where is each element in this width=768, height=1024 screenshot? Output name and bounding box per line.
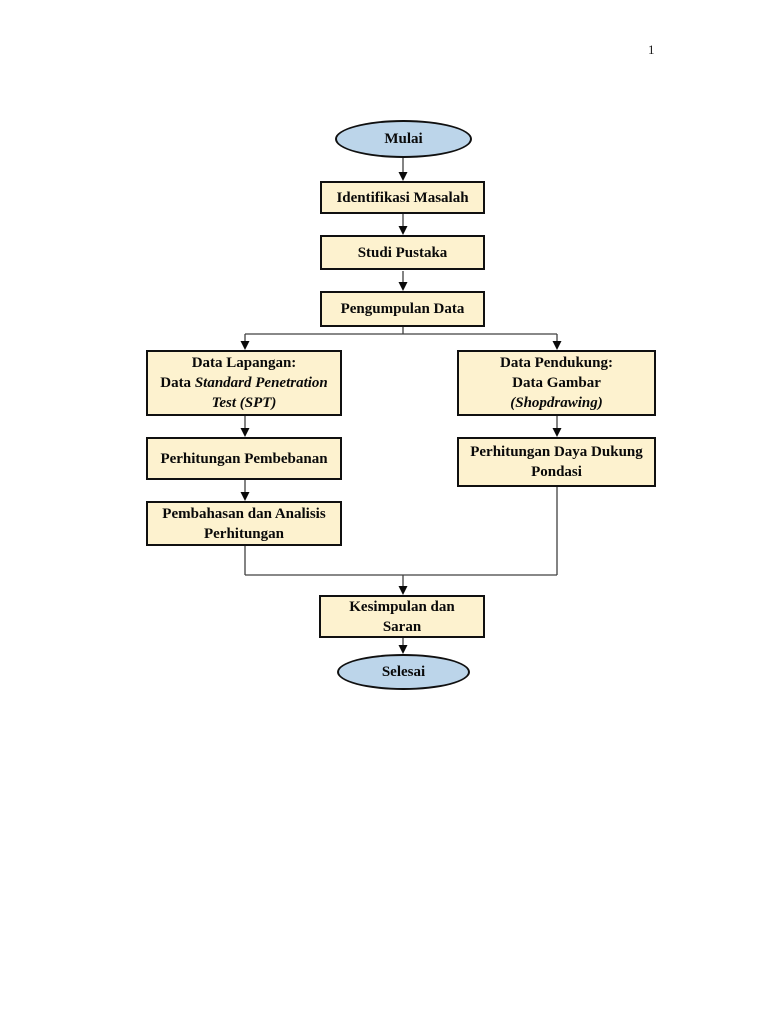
node-perhitungan-daya-dukung: Perhitungan Daya Dukung Pondasi [457,437,656,487]
node-label-line: Perhitungan [203,525,284,542]
node-start-mulai: Mulai [335,120,472,158]
node-label-line-italic: (Shopdrawing) [510,395,603,411]
arrow-down-icon [552,428,562,437]
arrow-down-icon [240,428,250,437]
node-label: Mulai [384,131,423,147]
node-data-lapangan: Data Lapangan: Data Standard Penetration… [146,350,342,416]
node-pembahasan-analisis: Pembahasan dan Analisis Perhitungan [146,501,342,546]
arrow-down-icon [552,341,562,350]
page-number: 1 [648,42,655,57]
node-label-line: Data Gambar [512,375,601,391]
node-label-line: Saran [382,618,422,635]
node-label: Studi Pustaka [357,244,448,261]
node-studi-pustaka: Studi Pustaka [320,235,485,270]
node-label-line: Data Pendukung: [500,355,613,371]
arrow-down-icon [398,226,408,235]
node-data-pendukung: Data Pendukung: Data Gambar (Shopdrawing… [457,350,656,416]
node-kesimpulan-saran: Kesimpulan dan Saran [319,595,485,638]
node-label-text-italic: Standard Penetration [194,375,328,391]
node-identifikasi-masalah: Identifikasi Masalah [320,181,485,214]
node-pengumpulan-data: Pengumpulan Data [320,291,485,327]
node-label: Perhitungan Pembebanan [160,450,328,467]
node-end-selesai: Selesai [337,654,470,690]
node-label: Pengumpulan Data [340,301,465,317]
node-label-line: Pembahasan dan Analisis [162,505,326,522]
arrow-down-icon [240,341,250,350]
node-label-line-italic: Test (SPT) [211,395,277,411]
node-label: Identifikasi Masalah [336,189,469,206]
node-label: Selesai [381,664,426,680]
node-label-line: Data Standard Penetration [160,373,328,393]
arrow-down-icon [398,282,408,291]
arrow-down-icon [398,586,408,595]
node-label-line: Perhitungan Daya Dukung [470,444,643,460]
arrow-down-icon [398,172,408,181]
arrow-down-icon [398,645,408,654]
node-label-text: Data [160,375,195,391]
node-label-line: Kesimpulan dan [349,598,455,615]
node-label-line: Pondasi [531,464,582,480]
arrow-down-icon [240,492,250,501]
node-label-line: Data Lapangan: [191,355,297,371]
node-perhitungan-pembebanan: Perhitungan Pembebanan [146,437,342,480]
